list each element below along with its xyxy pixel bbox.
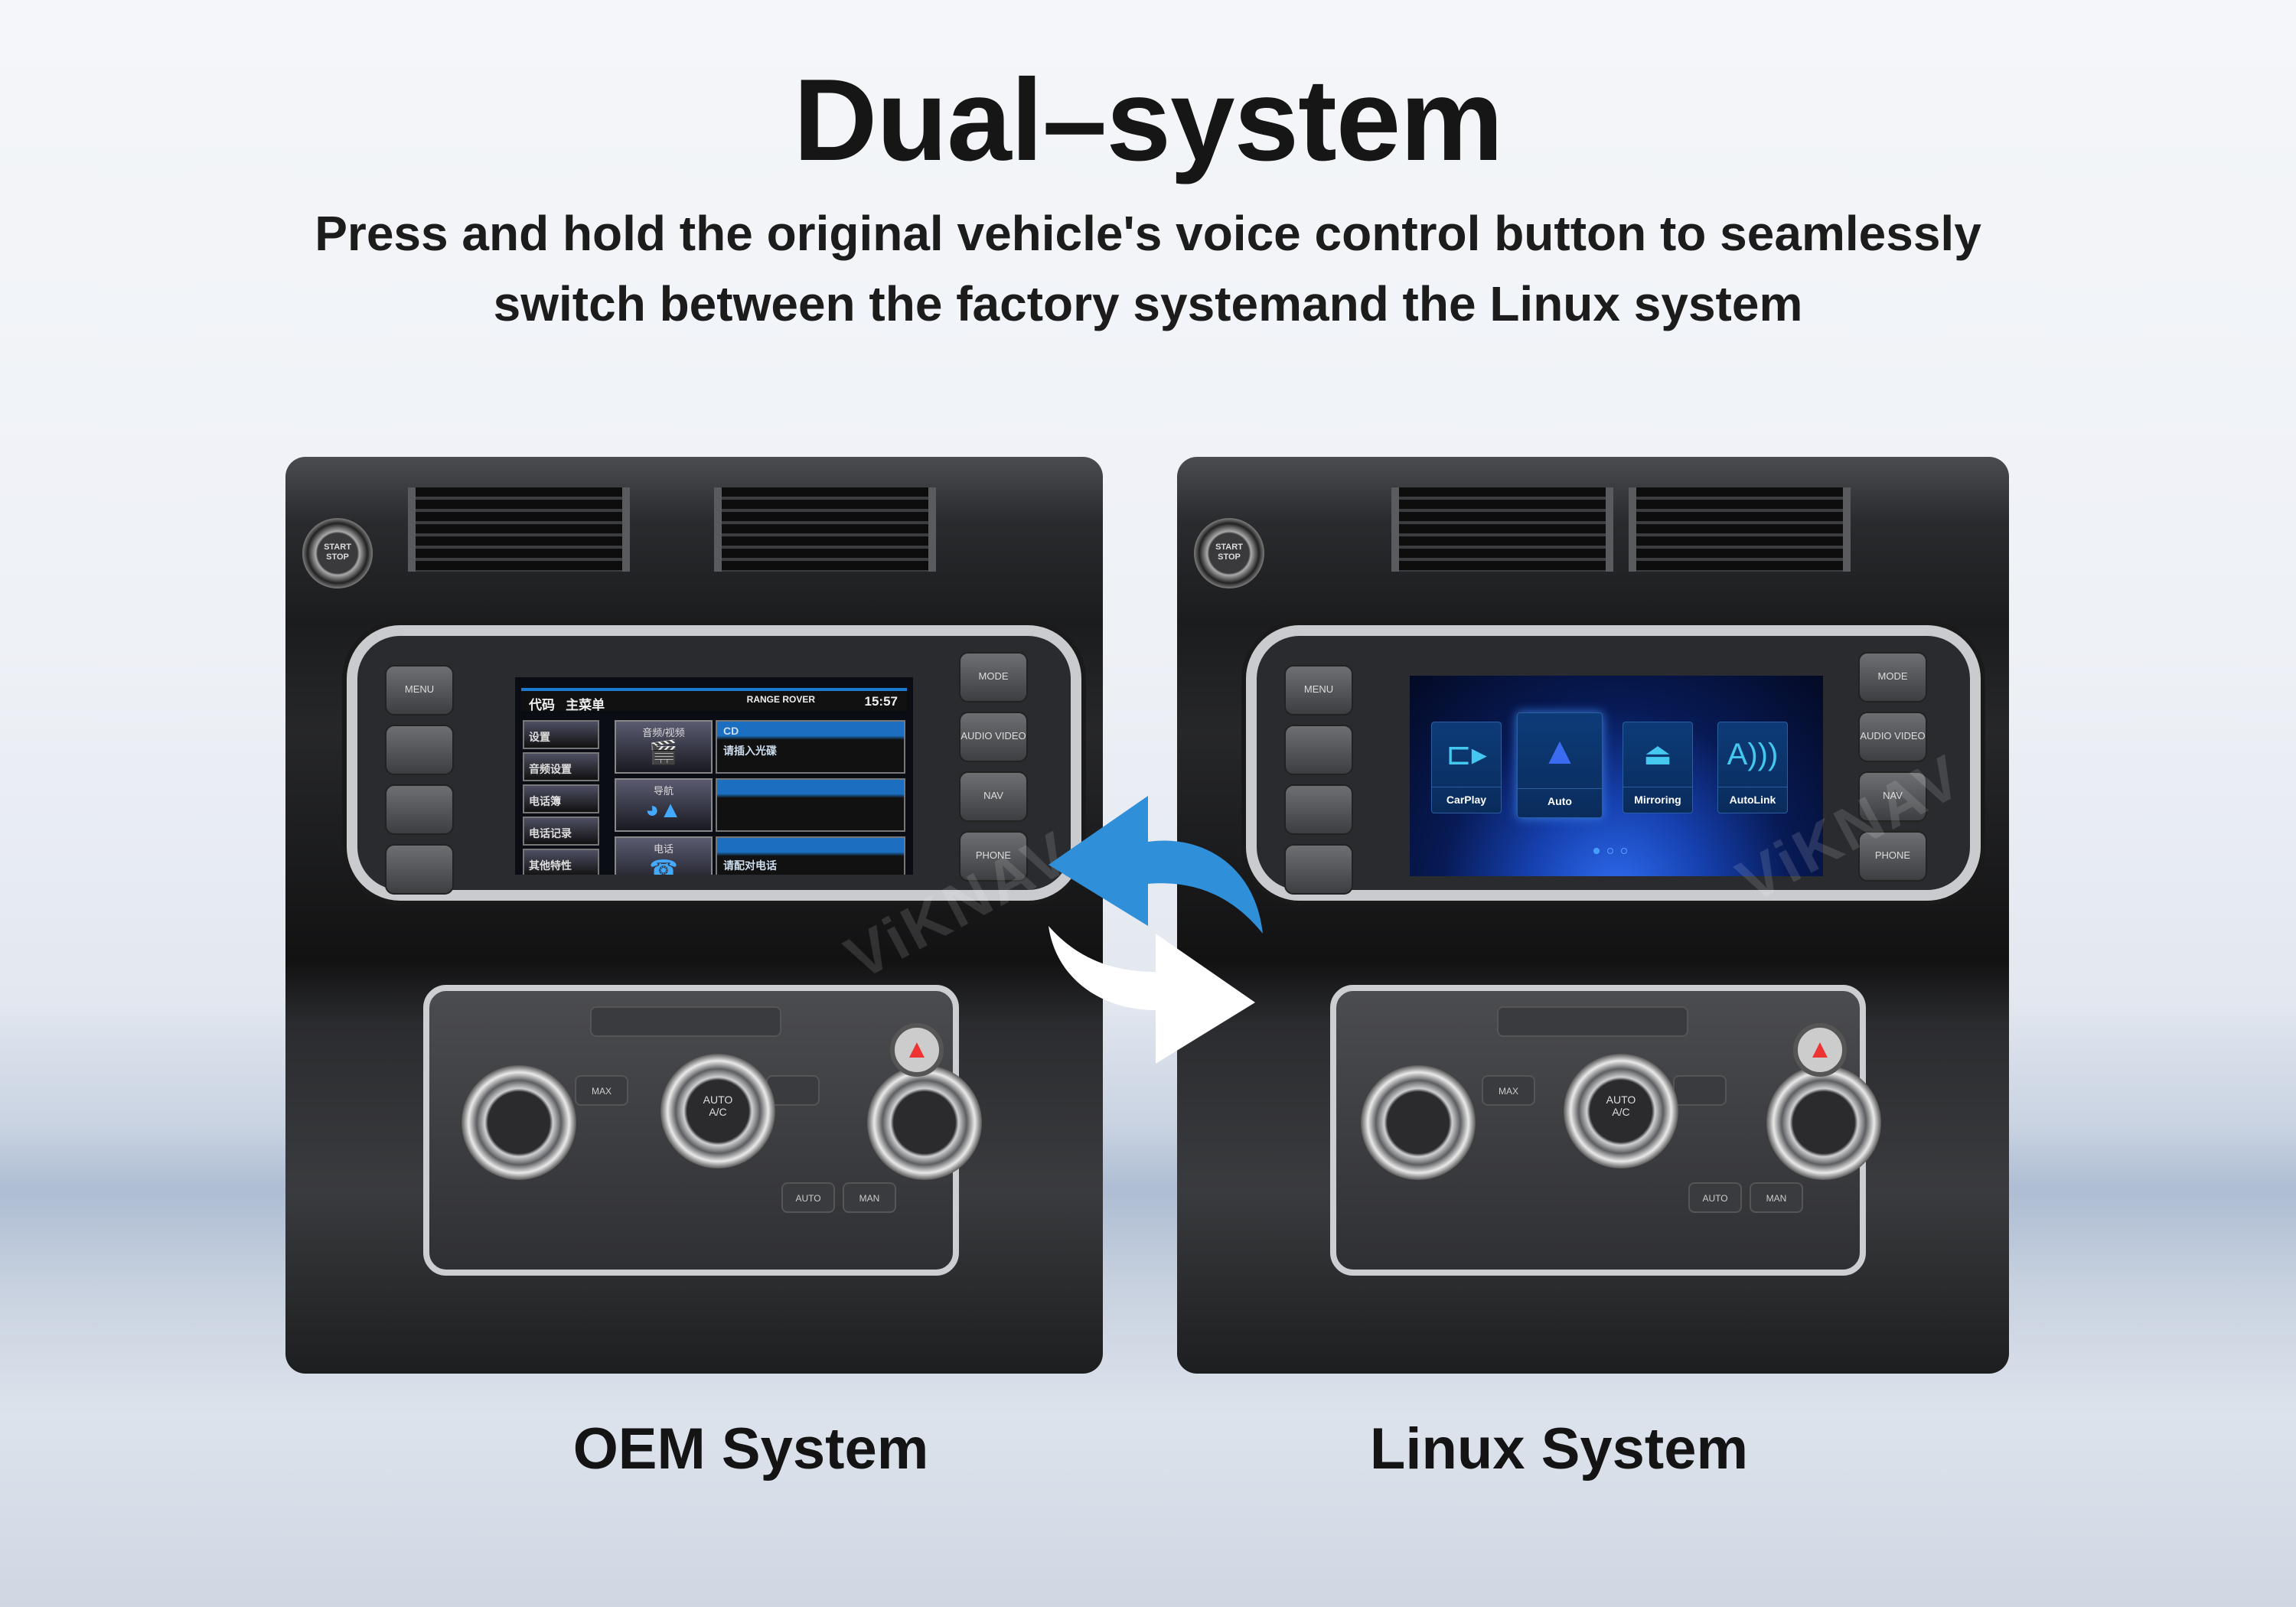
oem-menu-item: 电话簿 [523, 784, 599, 813]
ac-label: A/C [709, 1106, 727, 1118]
tile-label: 音频/视频 [642, 727, 685, 738]
oem-title: 主菜单 [566, 698, 605, 712]
page-dot-active [1593, 848, 1600, 854]
subtitle-line-1: Press and hold the original vehicle's vo… [315, 206, 1981, 261]
air-vent-right [714, 487, 936, 572]
man-button: MAN [1750, 1182, 1803, 1213]
oem-menu-item: 音频设置 [523, 752, 599, 781]
media-icon: 🎬 [649, 740, 678, 765]
oem-menu-item: 其他特性 [523, 849, 599, 875]
mode-button: MODE [959, 652, 1028, 702]
right-temp-knob [1766, 1065, 1881, 1180]
oem-screen: 代码 主菜单 RANGE ROVER 15:57 设置 音频设置 电话簿 电话记… [515, 677, 913, 875]
max-defrost-button: MAX [575, 1075, 628, 1106]
subtitle-line-2: switch between the factory systemand the… [493, 276, 1803, 331]
audio-video-button: AUDIO VIDEO [959, 712, 1028, 762]
airplay-icon: ⏏ [1643, 738, 1672, 771]
oem-tile-nav: 导航◕▲ [615, 778, 713, 832]
max-defrost-button: MAX [1482, 1075, 1535, 1106]
cd-slot [590, 1006, 781, 1037]
power-button [385, 844, 454, 895]
park-button [1284, 784, 1353, 835]
oem-brand: RANGE ROVER [746, 694, 815, 705]
auto-label: AUTO [1606, 1094, 1636, 1106]
oem-row-audio: CD 请插入光碟 [716, 720, 905, 774]
auto-button: AUTO [781, 1182, 835, 1213]
app-android-auto[interactable]: ▲ Auto [1517, 712, 1603, 818]
blue-arrow-left-icon [1049, 796, 1263, 934]
man-button: MAN [843, 1182, 896, 1213]
air-vent-left [408, 487, 630, 572]
app-autolink[interactable]: A︎))) AutoLink [1717, 722, 1788, 813]
start-stop-button: START STOP [1194, 518, 1264, 588]
switch-arrows-icon [1049, 796, 1263, 1064]
start-stop-button: START STOP [302, 518, 373, 588]
phone-button: PHONE [1858, 831, 1927, 882]
right-temp-knob [867, 1065, 982, 1180]
power-button [1284, 844, 1353, 895]
left-temp-knob [1361, 1065, 1476, 1180]
autolink-icon: A︎))) [1727, 737, 1779, 771]
tile-label: 导航 [653, 785, 673, 797]
app-label: Mirroring [1623, 787, 1692, 806]
app-label: Auto [1518, 788, 1602, 807]
oem-clock: 15:57 [864, 694, 898, 709]
park-button [385, 784, 454, 835]
oem-status-bar: 代码 主菜单 RANGE ROVER 15:57 [521, 688, 907, 712]
white-arrow-right-icon [1049, 926, 1255, 1064]
row-line2: 请插入光碟 [723, 745, 777, 757]
rear-defrost-button [766, 1075, 820, 1106]
nav-button: NAV [959, 771, 1028, 822]
nav-button: NAV [1858, 771, 1927, 822]
android-auto-icon: ▲ [1541, 729, 1579, 772]
globe-icon: ◕▲ [645, 797, 682, 823]
oem-system-photo: START STOP MENU MODE AUDIO VIDEO NAV PHO… [285, 457, 1103, 1374]
page-indicator [1593, 848, 1627, 854]
page-dot [1607, 848, 1613, 854]
app-mirroring[interactable]: ⏏ Mirroring [1623, 722, 1693, 813]
app-label: CarPlay [1432, 787, 1501, 806]
oem-tile-audio: 音频/视频 🎬 [615, 720, 713, 774]
app-carplay[interactable]: ⊏▸ CarPlay [1431, 722, 1502, 813]
linux-system-photo: START STOP MENU MODE AUDIO VIDEO NAV PHO… [1177, 457, 2009, 1374]
back-button [1284, 725, 1353, 775]
oem-tile-phone: 电话☎ [615, 836, 713, 875]
phone-icon: ☎ [649, 856, 678, 875]
page-dot [1621, 848, 1627, 854]
carplay-icon: ⊏▸ [1446, 738, 1487, 771]
oem-row-nav [716, 778, 905, 832]
phone-button: PHONE [959, 831, 1028, 882]
hazard-icon: ▲ [890, 1023, 944, 1077]
row-line1: CD [723, 725, 739, 737]
linux-screen: ⊏▸ CarPlay ▲ Auto ⏏ Mirroring A︎))) AutoLink [1410, 676, 1823, 876]
rear-defrost-button [1673, 1075, 1727, 1106]
auto-label: AUTO [703, 1094, 733, 1106]
app-label: AutoLink [1718, 787, 1787, 806]
mode-button: MODE [1858, 652, 1927, 702]
oem-tab: 代码 [529, 698, 555, 712]
air-vent-left [1391, 487, 1613, 572]
page-title: Dual–system [793, 55, 1504, 185]
linux-system-caption: Linux System [1369, 1416, 1749, 1482]
menu-button: MENU [1284, 665, 1353, 715]
audio-video-button: AUDIO VIDEO [1858, 712, 1927, 762]
oem-system-caption: OEM System [572, 1416, 929, 1482]
back-button [385, 725, 454, 775]
oem-menu-item: 设置 [523, 720, 599, 749]
cd-slot [1497, 1006, 1688, 1037]
oem-menu-item: 电话记录 [523, 817, 599, 846]
auto-button: AUTO [1688, 1182, 1742, 1213]
hazard-icon: ▲ [1793, 1023, 1847, 1077]
menu-button: MENU [385, 665, 454, 715]
ac-label: A/C [1612, 1106, 1630, 1118]
row-line2: 请配对电话 [723, 859, 777, 872]
oem-row-phone: 请配对电话 [716, 836, 905, 875]
air-vent-right [1629, 487, 1851, 572]
tile-label: 电话 [653, 843, 673, 855]
left-temp-knob [461, 1065, 576, 1180]
